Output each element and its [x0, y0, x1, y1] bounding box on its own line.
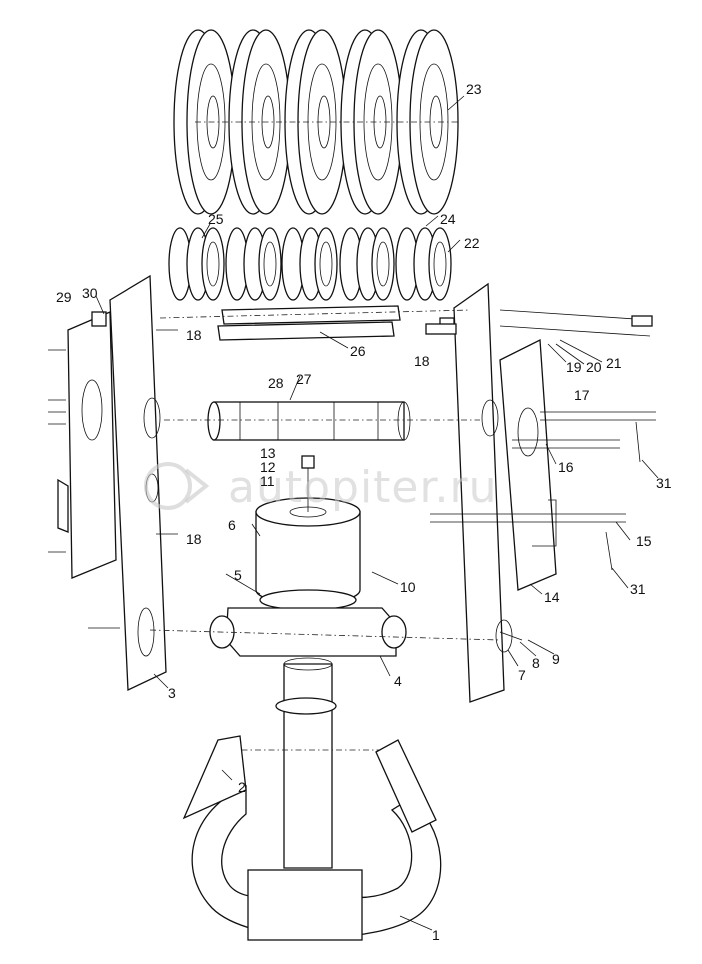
- callout-9: 9: [552, 651, 560, 667]
- callout-8: 8: [532, 655, 540, 671]
- sheave: [340, 29, 403, 215]
- callout-20: 20: [586, 359, 602, 375]
- callouts: 1 2 3 4 5 6 7 8 9 10 11 12 13 14 15 16 1…: [56, 81, 672, 943]
- callout-22: 22: [464, 235, 480, 251]
- callout-11: 11: [260, 473, 275, 489]
- callout-27: 27: [296, 371, 312, 387]
- sheave-set: [173, 29, 460, 215]
- callout-4: 4: [394, 673, 402, 689]
- bearing: [168, 227, 225, 301]
- callout-30: 30: [82, 285, 98, 301]
- callout-12: 12: [260, 459, 276, 475]
- callout-13: 13: [260, 445, 276, 461]
- callout-28: 28: [268, 375, 284, 391]
- callout-24: 24: [440, 211, 456, 227]
- right-side-plates: [425, 282, 656, 703]
- callout-1: 1: [432, 927, 440, 943]
- callout-18-right: 18: [414, 353, 430, 369]
- callout-5: 5: [234, 567, 242, 583]
- axles: [159, 305, 471, 341]
- callout-29: 29: [56, 289, 72, 305]
- callout-21: 21: [606, 355, 622, 371]
- callout-17: 17: [574, 387, 590, 403]
- callout-25: 25: [208, 211, 224, 227]
- callout-3: 3: [168, 685, 176, 701]
- callout-23: 23: [466, 81, 482, 97]
- callout-6: 6: [228, 517, 236, 533]
- callout-26: 26: [350, 343, 366, 359]
- callout-18-left-bottom: 18: [186, 531, 202, 547]
- callout-18-left-top: 18: [186, 327, 202, 343]
- bearing: [395, 227, 452, 301]
- callout-31-lower: 31: [630, 581, 646, 597]
- leader-lines: [95, 95, 659, 931]
- bearing: [281, 227, 338, 301]
- left-side-plates: [48, 274, 178, 692]
- callout-19: 19: [566, 359, 582, 375]
- callout-15: 15: [636, 533, 652, 549]
- callout-7: 7: [518, 667, 526, 683]
- watermark-logo-icon: [144, 462, 192, 510]
- callout-2: 2: [238, 779, 246, 795]
- callout-14: 14: [544, 589, 560, 605]
- thrust-bearing-housing: [255, 455, 361, 611]
- callout-10: 10: [400, 579, 416, 595]
- watermark: autopiter.ru: [144, 462, 498, 513]
- callout-31-upper: 31: [656, 475, 672, 491]
- watermark-text: autopiter.ru: [228, 462, 498, 513]
- hook: [182, 657, 442, 941]
- bearing-set: [168, 227, 452, 301]
- callout-16: 16: [558, 459, 574, 475]
- traverse: [149, 607, 501, 657]
- bearing: [225, 227, 282, 301]
- cross-shaft: [164, 401, 480, 441]
- bearing: [339, 227, 395, 301]
